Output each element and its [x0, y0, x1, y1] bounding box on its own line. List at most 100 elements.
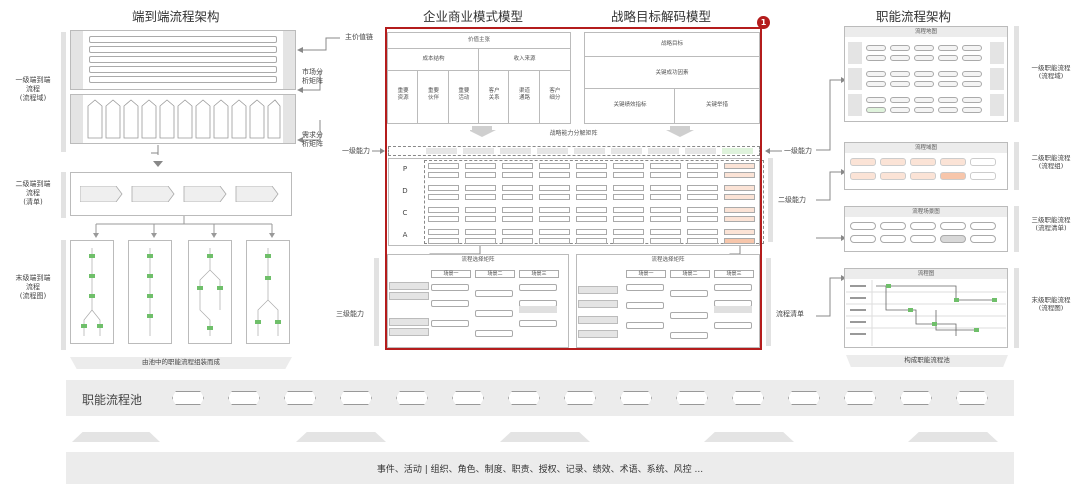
map-pill: [866, 71, 886, 77]
map-pill: [890, 55, 910, 61]
capability-cell: [687, 185, 718, 191]
revenue-source: 收入来源: [513, 56, 536, 62]
capability-cell: [613, 216, 644, 222]
scene-pill: [940, 222, 966, 230]
map-pill: [866, 81, 886, 87]
scene-pill: [970, 222, 996, 230]
selection-cell: [626, 284, 664, 291]
level2-arrows: [80, 186, 279, 202]
capability-cell: [687, 207, 718, 213]
capability-cell: [502, 185, 533, 191]
selection-cell: [519, 284, 557, 291]
shelf-step: [500, 432, 590, 442]
highlight-badge: 1: [757, 16, 770, 29]
left-bracket-3: [61, 240, 66, 350]
bm-cell: [479, 71, 510, 123]
shelf-step: [704, 432, 794, 442]
capability-cell: [539, 172, 570, 178]
map-pill: [962, 45, 982, 51]
domain-pill: [880, 172, 906, 180]
capability-cell: [687, 163, 718, 169]
capability-cell: [650, 229, 681, 235]
capability-cell: [465, 207, 496, 213]
map-pill: [914, 81, 934, 87]
strategic-goal: 战略目标: [660, 41, 683, 47]
capability-cell: [428, 194, 459, 200]
right-level3-label: 三级职能流程 (流程清单): [1031, 216, 1071, 233]
scene-diagram-title: 流程场景图: [912, 209, 940, 215]
strategy-decoding-box: [584, 32, 760, 124]
selection-cell: [475, 290, 513, 297]
pool-process-hex: [284, 391, 316, 405]
bm-cell-label: 重要 活动: [458, 88, 470, 101]
map-pill: [890, 81, 910, 87]
capability-cell: [502, 229, 533, 235]
map-pill: [890, 45, 910, 51]
pool-process-hex: [564, 391, 596, 405]
map-pill: [914, 97, 934, 103]
pool-process-hex: [732, 391, 764, 405]
capability-cell: [428, 185, 459, 191]
map-pill: [938, 97, 958, 103]
capability-cell: [576, 238, 607, 244]
map-pill: [866, 45, 886, 51]
right-connectors: [816, 77, 846, 317]
scene-header: 场景一: [431, 270, 471, 278]
map-pill: [914, 45, 934, 51]
map-pill: [938, 81, 958, 87]
level1-capability-cell: [685, 148, 716, 154]
capability-cell: [613, 238, 644, 244]
pool-process-hex: [620, 391, 652, 405]
map-pill: [962, 107, 982, 113]
map-row-tail: [990, 68, 1004, 90]
capability-cell: [465, 194, 496, 200]
scene-header: 场景三: [519, 270, 559, 278]
scene-pill: [850, 235, 876, 243]
scene-header: 场景二: [670, 270, 710, 278]
process-list-label: 流程清单: [776, 310, 804, 318]
bm-cell-label: 渠道 通路: [518, 88, 530, 101]
matrix-title: 战略能力分解矩阵: [549, 130, 598, 137]
left-bracket-2: [61, 172, 66, 218]
capability-cell: [576, 194, 607, 200]
map-pill: [962, 81, 982, 87]
level3-capability-label: 三级能力: [336, 310, 364, 318]
map-pill: [914, 55, 934, 61]
domain-pill: [910, 172, 936, 180]
capability-cell: [465, 238, 496, 244]
level1-capability-cell: [426, 148, 457, 154]
capability-cell: [650, 172, 681, 178]
selection-row-header: [389, 292, 429, 300]
level1-capability-cell: [648, 148, 679, 154]
capability-cell: [650, 207, 681, 213]
capability-cell: [613, 163, 644, 169]
map-pill: [866, 55, 886, 61]
pool-process-hex: [452, 391, 484, 405]
level2-tree: [93, 216, 275, 238]
left-level-end-label: 末级端到端 流程 (流程图): [15, 274, 51, 300]
capability-cell: [724, 172, 755, 178]
demand-matrix-label: 需求分 析矩阵: [302, 131, 323, 148]
capability-cell: [428, 207, 459, 213]
bm-cell-label: 重要 资源: [397, 88, 409, 101]
value-proposition: 价值主张: [467, 37, 490, 43]
map-pill: [938, 45, 958, 51]
left-level2-label: 二级端到端 流程 (清单): [15, 180, 51, 206]
capability-cell: [576, 216, 607, 222]
pdca-row-label: A: [402, 231, 408, 239]
pool-process-hex: [788, 391, 820, 405]
level1-capability-cell: [463, 148, 494, 154]
selection-row-header: [389, 318, 429, 326]
selection-cell: [670, 332, 708, 339]
selection-cell-gray: [714, 306, 752, 313]
level2-capability-label: 二级能力: [778, 196, 806, 204]
pool-process-hex: [228, 391, 260, 405]
left-connectors: [297, 37, 340, 143]
selection-cell: [626, 302, 664, 309]
capability-cell: [687, 229, 718, 235]
right-caption: 构成职能流程池: [904, 356, 950, 364]
capability-cell: [465, 172, 496, 178]
elements-bar: [66, 452, 1014, 484]
elements-text: 事件、活动 | 组织、角色、制度、职责、授权、记录、绩效、术语、系统、风控 ..…: [376, 465, 704, 475]
pool-process-hex: [676, 391, 708, 405]
